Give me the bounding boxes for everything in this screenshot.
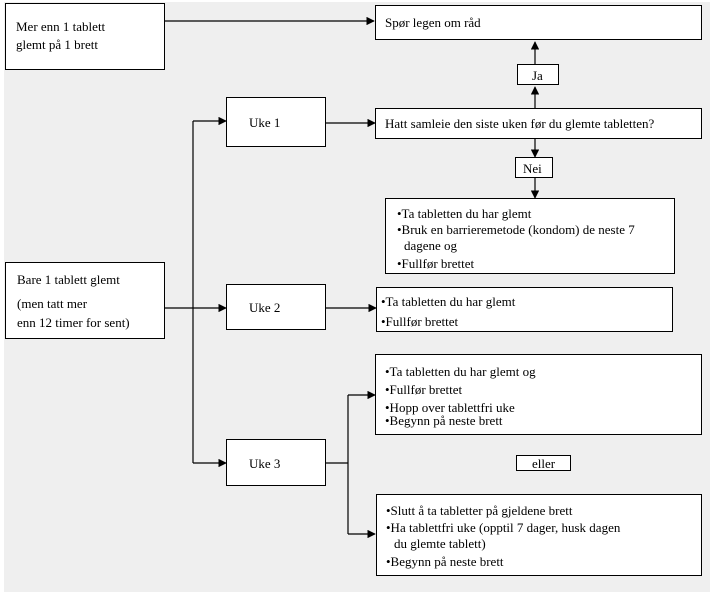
week2-action-item: •Ta tabletten du har glemt (381, 294, 516, 309)
ask-doctor-box: Spør legen om råd (375, 5, 702, 40)
week3-option-b-item: •Begynn på neste brett (386, 554, 504, 569)
week3-box: Uke 3 (226, 439, 326, 486)
week3-option-a-item: •Ta tabletten du har glemt og (385, 364, 536, 379)
week2-actions-box: •Ta tabletten du har glemt •Fullfør bret… (376, 287, 673, 332)
no-label: Nei (523, 161, 542, 176)
week3-option-a-item: •Begynn på neste brett (385, 413, 503, 428)
more-than-one-line2: glemt på 1 brett (16, 37, 98, 52)
question-box: Hatt samleie den siste uken før du glemt… (375, 108, 702, 139)
only-one-line2: (men tatt mer (17, 296, 88, 311)
no-label-box: Nei (515, 157, 553, 178)
week3-option-b-item: •Ha tablettfri uke (opptil 7 dager, husk… (386, 520, 621, 535)
week2-box: Uke 2 (226, 284, 326, 330)
week1-action-item: dagene og (404, 238, 458, 253)
week2-label: Uke 2 (249, 300, 281, 315)
week3-option-b-box: •Slutt å ta tabletter på gjeldene brett … (376, 494, 702, 576)
only-one-line1: Bare 1 tablett glemt (17, 272, 120, 287)
week1-action-item: •Bruk en barrieremetode (kondom) de nest… (397, 222, 635, 237)
more-than-one-box: Mer enn 1 tablett glemt på 1 brett (5, 3, 165, 70)
week1-actions-box: •Ta tabletten du har glemt •Bruk en barr… (385, 198, 675, 274)
yes-label-box: Ja (517, 64, 559, 85)
week1-box: Uke 1 (226, 97, 326, 147)
week2-action-item: •Fullfør brettet (381, 314, 459, 329)
or-label-box: eller (516, 455, 571, 471)
question-label: Hatt samleie den siste uken før du glemt… (385, 116, 655, 131)
week3-option-b-item: •Slutt å ta tabletter på gjeldene brett (386, 503, 573, 518)
more-than-one-line1: Mer enn 1 tablett (16, 19, 106, 34)
week1-action-item: •Fullfør brettet (397, 256, 475, 271)
week1-label: Uke 1 (249, 115, 281, 130)
yes-label: Ja (532, 68, 543, 83)
or-label: eller (532, 456, 556, 471)
only-one-line3: enn 12 timer for sent) (17, 315, 130, 330)
only-one-box: Bare 1 tablett glemt (men tatt mer enn 1… (5, 262, 165, 339)
week3-option-a-box: •Ta tabletten du har glemt og •Fullfør b… (375, 354, 702, 435)
week3-option-b-item: du glemte tablett) (394, 536, 486, 551)
week3-label: Uke 3 (249, 456, 281, 471)
ask-doctor-label: Spør legen om råd (385, 15, 481, 30)
week3-option-a-item: •Hopp over tablettfri uke (385, 400, 515, 415)
week1-action-item: •Ta tabletten du har glemt (397, 206, 532, 221)
week3-option-a-item: •Fullfør brettet (385, 382, 463, 397)
